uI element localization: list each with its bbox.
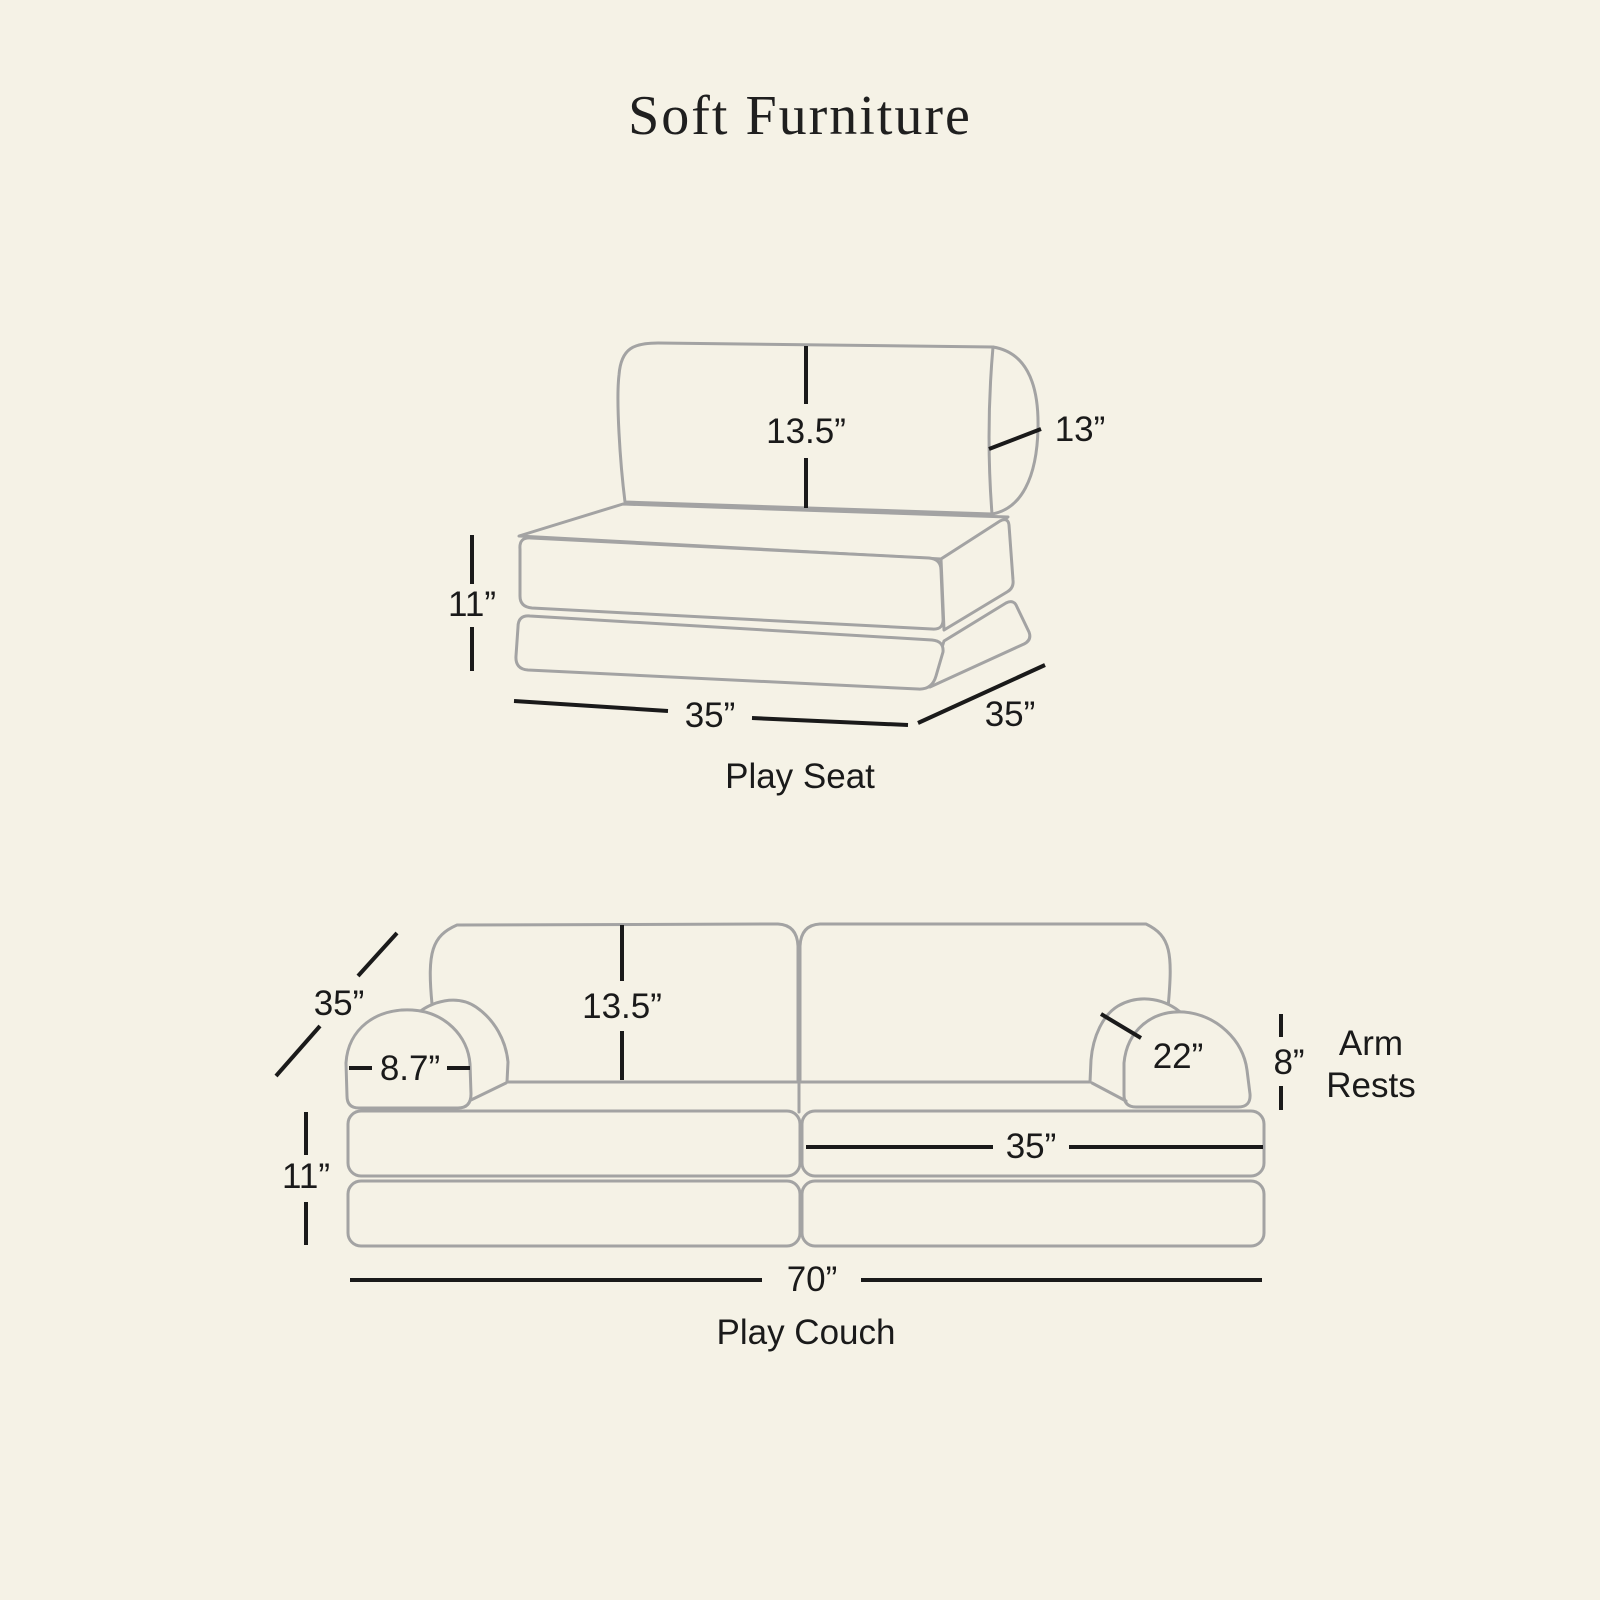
play-couch-armrest-length-value: 22”: [1153, 1037, 1204, 1076]
play-couch-armrest-width-value: 8.7”: [380, 1049, 440, 1088]
play-seat-figure: 13.5” 13” 11” 35” 35” Play Seat: [448, 341, 1106, 796]
play-couch-depth-value: 35”: [314, 984, 365, 1023]
play-seat-backrest-height-value: 13.5”: [766, 412, 846, 451]
play-couch-seat-edge-left: [469, 1081, 508, 1102]
play-couch-depth-line-top: [356, 931, 399, 978]
play-seat-depth-line: [917, 663, 1046, 725]
play-couch-seat-edge-right: [1090, 1081, 1128, 1103]
play-seat-width-line-left: [513, 699, 669, 713]
play-couch-figure: 35” 13.5” 8.7” 22” 8” Arm Rests 11” 35” …: [274, 922, 1416, 1352]
play-couch-backrest-height-value: 13.5”: [582, 987, 662, 1026]
play-seat-label: Play Seat: [725, 757, 875, 796]
page-title: Soft Furniture: [628, 85, 972, 147]
play-couch-armrest-height-value: 8”: [1273, 1043, 1304, 1082]
play-couch-backrest-left: [428, 922, 800, 1082]
play-couch-seat-width-value: 35”: [1006, 1127, 1057, 1166]
play-seat-backrest-endcap: [990, 345, 1040, 516]
play-seat-cushion1-side: [939, 518, 1015, 632]
play-seat-backrest: [616, 341, 995, 516]
play-couch-armrest-left-arch: [410, 998, 510, 1084]
play-couch-total-width-value: 70”: [787, 1260, 838, 1299]
play-seat-width-value: 35”: [685, 696, 736, 735]
play-couch-armrest-right-arch: [1088, 997, 1196, 1084]
play-couch-base-height-value: 11”: [282, 1157, 330, 1196]
play-seat-backrest-depth-value: 13”: [1055, 410, 1106, 449]
play-seat-depth-value: 35”: [985, 695, 1036, 734]
play-couch-base-row1-right: [800, 1109, 1266, 1178]
play-seat-backrest-crease: [987, 345, 995, 516]
play-seat-backrest-depth-leader: [988, 427, 1042, 451]
play-couch-base-row1-left: [346, 1109, 802, 1178]
play-couch-label: Play Couch: [717, 1313, 896, 1352]
play-couch-armrest-right-front: [1122, 1010, 1252, 1109]
play-seat-cushion1-front: [518, 536, 945, 631]
play-couch-depth-line-bottom: [274, 1024, 322, 1078]
play-seat-base-height-value: 11”: [448, 585, 496, 624]
play-couch-base-row2-right: [800, 1179, 1266, 1248]
play-seat-cushion2-side: [928, 600, 1032, 689]
play-couch-base-row2-left: [346, 1179, 802, 1248]
play-couch-armrest-left-front: [344, 1008, 473, 1110]
play-couch-armrest-label-line2: Rests: [1326, 1066, 1415, 1105]
play-seat-width-line-right: [751, 716, 909, 727]
play-couch-armrest-label-line1: Arm: [1339, 1024, 1403, 1063]
play-couch-backrest-right: [798, 922, 1172, 1082]
play-seat-cushion2-front: [514, 614, 945, 691]
play-couch-armrest-length-leader: [1099, 1012, 1143, 1040]
